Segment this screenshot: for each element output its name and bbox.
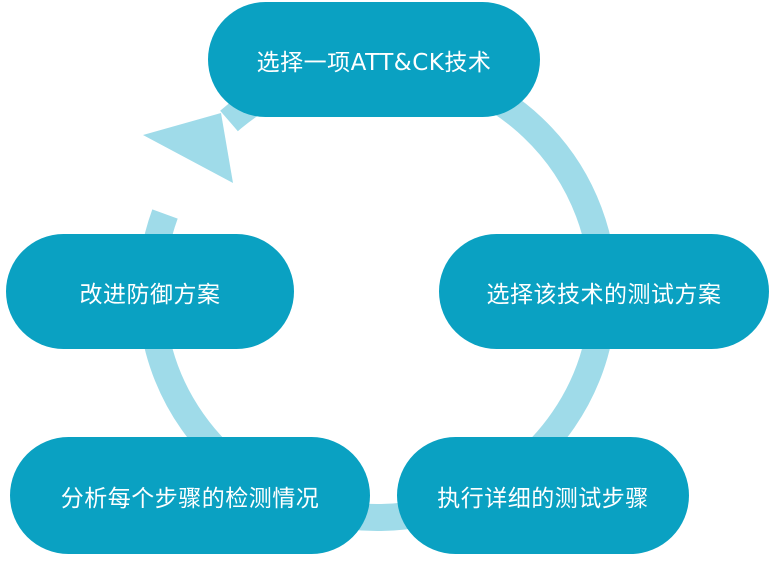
step-label: 选择该技术的测试方案 [486, 281, 722, 308]
step-label: 执行详细的测试步骤 [437, 485, 649, 512]
step-label: 改进防御方案 [79, 281, 221, 308]
cycle-arrow-icon [143, 113, 233, 183]
step-label: 分析每个步骤的检测情况 [60, 485, 320, 512]
step-label: 选择一项ATT&CK技术 [256, 49, 492, 76]
step-select-technique: 选择一项ATT&CK技术 [208, 2, 540, 117]
step-improve-defense: 改进防御方案 [6, 234, 294, 349]
step-execute-test-steps: 执行详细的测试步骤 [397, 437, 689, 554]
step-analyze-detection: 分析每个步骤的检测情况 [10, 437, 370, 554]
step-select-test-plan: 选择该技术的测试方案 [439, 234, 769, 349]
